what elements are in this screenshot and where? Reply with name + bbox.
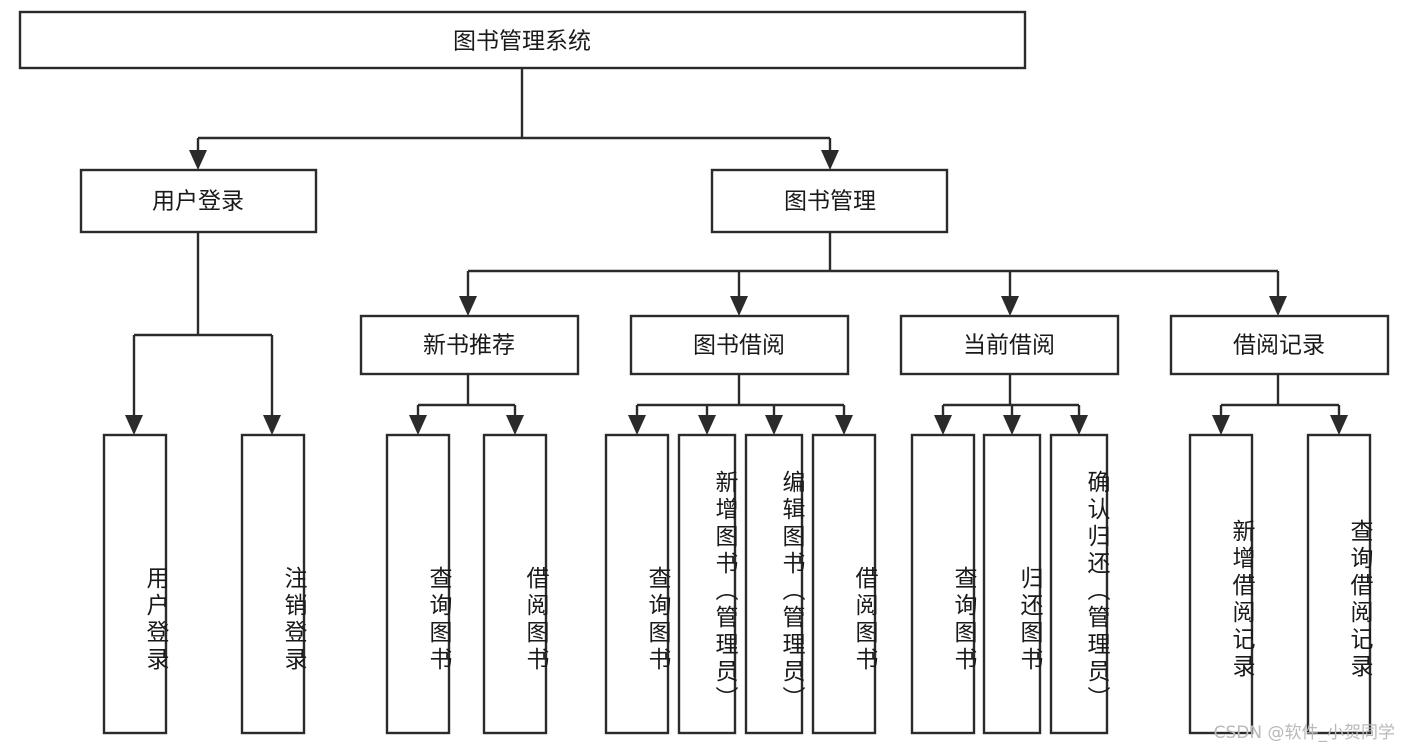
leaf-box-logout[interactable] [240,433,306,735]
leaf-box-borrow-book-1[interactable] [482,433,548,735]
node-user-login-box[interactable] [79,168,318,234]
connector-layer [125,68,1348,435]
leaf-box-query-borrow-record[interactable] [1306,433,1372,735]
node-book-borrow-label: 图书借阅 [693,333,785,359]
arrowhead-newbook-leaf-2 [506,415,524,435]
node-new-book-recommend-box[interactable] [359,314,580,376]
node-book-borrow[interactable]: 图书借阅 [629,314,850,376]
node-root-box[interactable] [18,10,1027,70]
arrowhead-book-borrow [730,296,748,316]
leaf-box-user-login[interactable] [102,433,168,735]
arrowhead-user-login [189,150,207,170]
arrowhead-book-manage [821,150,839,170]
node-borrow-record-box[interactable] [1169,314,1390,376]
leaf-box-add-book-admin[interactable] [677,433,737,735]
node-borrow-record[interactable]: 借阅记录 [1169,314,1390,376]
leaf-box-query-book-3[interactable] [910,433,976,735]
node-new-book-recommend-label: 新书推荐 [423,333,515,359]
leaf-box-query-book-2[interactable] [604,433,670,735]
node-current-borrow[interactable]: 当前借阅 [899,314,1120,376]
arrowhead-bookborrow-leaf-4 [835,415,853,435]
node-current-borrow-box[interactable] [899,314,1120,376]
arrowhead-bookborrow-leaf-2 [698,415,716,435]
csdn-watermark: CSDN @软件_小贺同学 [1213,723,1395,743]
arrowhead-bookborrow-leaf-1 [628,415,646,435]
arrowhead-leaf-logout [263,415,281,435]
arrowhead-new-book-rec [459,296,477,316]
arrowhead-borrowrecord-leaf-1 [1212,415,1230,435]
leaf-box-confirm-return-admin[interactable] [1049,433,1109,735]
arrowhead-borrowrecord-leaf-2 [1330,415,1348,435]
leaf-box-layer [102,433,1372,735]
arrowhead-currentborrow-leaf-3 [1070,415,1088,435]
node-book-manage[interactable]: 图书管理 [710,168,949,234]
leaf-box-edit-book-admin[interactable] [744,433,804,735]
node-book-manage-box[interactable] [710,168,949,234]
arrowhead-bookborrow-leaf-3 [765,415,783,435]
leaf-box-add-borrow-record[interactable] [1188,433,1254,735]
node-root-label: 图书管理系统 [453,29,591,55]
node-book-manage-label: 图书管理 [784,189,876,215]
arrowhead-currentborrow-leaf-1 [934,415,952,435]
node-borrow-record-label: 借阅记录 [1233,333,1325,359]
arrowhead-leaf-user-login [125,415,143,435]
node-current-borrow-label: 当前借阅 [963,333,1055,359]
node-book-borrow-box[interactable] [629,314,850,376]
node-user-login-label: 用户登录 [152,189,244,215]
leaf-box-return-book[interactable] [982,433,1042,735]
leaf-box-borrow-book-2[interactable] [811,433,877,735]
arrowhead-current-borrow [1001,296,1019,316]
node-new-book-recommend[interactable]: 新书推荐 [359,314,580,376]
arrowhead-currentborrow-leaf-2 [1003,415,1021,435]
leaf-box-query-book-1[interactable] [385,433,451,735]
arrowhead-newbook-leaf-1 [409,415,427,435]
node-user-login[interactable]: 用户登录 [79,168,318,234]
node-root[interactable]: 图书管理系统 [18,10,1027,70]
arrowhead-borrow-record [1269,296,1287,316]
